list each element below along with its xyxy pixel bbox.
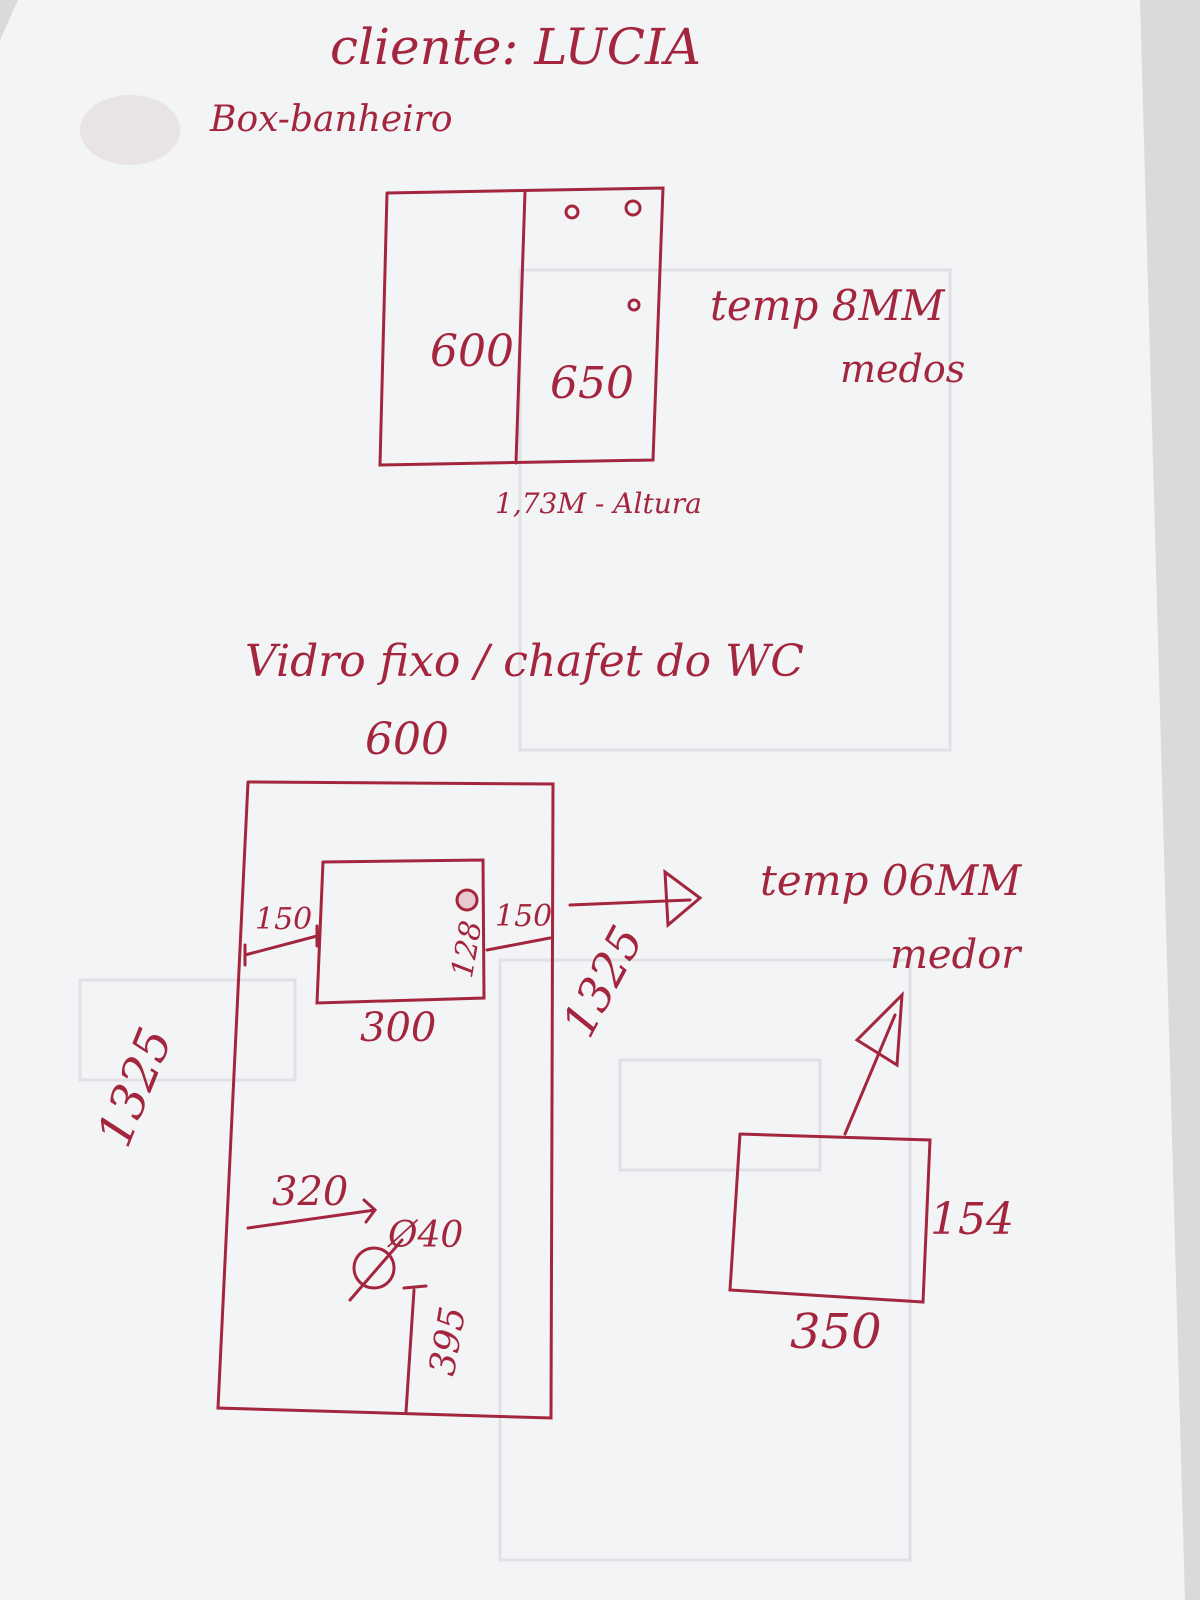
cut-out-outline — [315, 858, 486, 1005]
cut-right-margin-label: 150 — [495, 899, 553, 934]
detail-arrowhead — [854, 991, 904, 1068]
hole-offset-label: 320 — [272, 1169, 349, 1215]
box-outline — [378, 186, 665, 467]
detail-height-label: 154 — [930, 1194, 1014, 1245]
detail-spec-line1: temp 06MM — [760, 856, 1022, 905]
wc-diagram — [216, 780, 703, 1420]
detail-arrow-line — [843, 1013, 897, 1136]
cut-left-margin-label: 150 — [255, 902, 313, 937]
client-name-label: cliente: LUCIA — [330, 18, 701, 76]
indent-rect-4 — [618, 1058, 822, 1172]
hole-height-tick — [402, 1284, 428, 1290]
detail-spec-line2: medor — [890, 932, 1021, 978]
pointer-arrow-line — [568, 898, 692, 907]
box-diagram — [378, 186, 665, 467]
cut-width-label: 300 — [360, 1005, 437, 1051]
right-panel-width-label: 650 — [550, 358, 634, 409]
smudge-mark — [80, 95, 180, 165]
subtitle-label: Box-banheiro — [210, 99, 453, 140]
detail-diagram — [728, 991, 932, 1304]
indent-rect-3 — [78, 978, 297, 1082]
hole-marker — [352, 1246, 396, 1290]
hinge-hole-3 — [627, 298, 641, 312]
pointer-arrowhead — [663, 868, 703, 929]
hole-offset-arrowhead — [362, 1198, 378, 1224]
detail-width-label: 350 — [790, 1304, 882, 1360]
left-panel-width-label: 600 — [430, 326, 514, 377]
box-height-note: 1,73M - Altura — [495, 487, 702, 520]
wc-title-label: Vidro fixo / chafet do WC — [245, 636, 804, 687]
cut-hole-mark — [455, 888, 479, 912]
hinge-hole-1 — [564, 204, 580, 220]
cut-left-dim-line — [243, 934, 319, 957]
hole-diameter-label: Ø40 — [388, 1215, 464, 1256]
hole-height-dim-line — [404, 1288, 416, 1414]
box-spec-line1: temp 8MM — [710, 281, 945, 330]
box-divider — [514, 190, 527, 465]
indent-rect-2 — [498, 958, 912, 1562]
hole-diameter-slash — [348, 1238, 404, 1302]
wc-panel-outline — [216, 780, 555, 1420]
paper-indentations — [78, 268, 952, 1562]
cut-right-dim-line — [485, 936, 552, 952]
box-spec-line2: medos — [840, 347, 966, 391]
hinge-hole-2 — [624, 199, 642, 217]
detail-outline — [728, 1132, 932, 1304]
hole-offset-dim-line — [246, 1208, 377, 1230]
indent-rect-1 — [518, 268, 952, 752]
wc-top-width-label: 600 — [365, 714, 449, 765]
